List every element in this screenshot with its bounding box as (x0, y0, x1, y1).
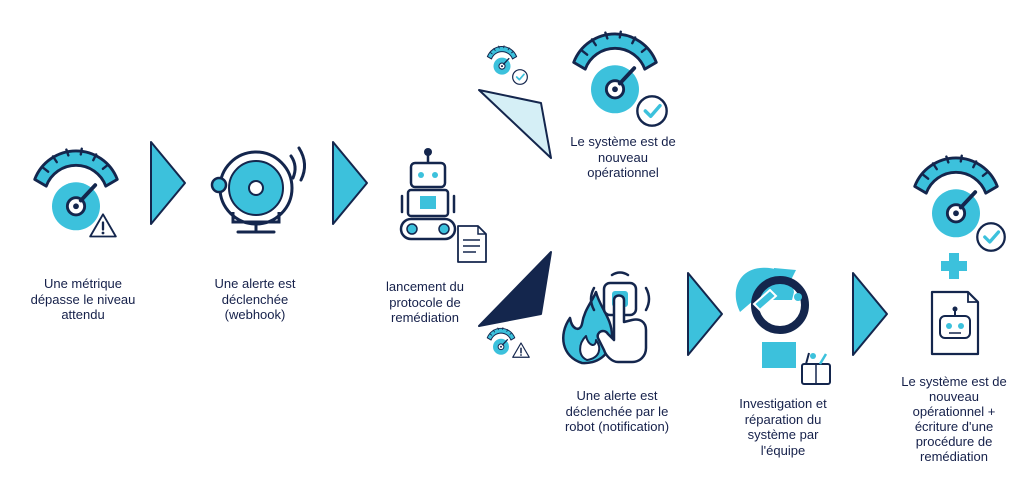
step-metric (32, 146, 120, 238)
label-alert-robot: Une alerte est déclenchée par le robot (… (564, 388, 670, 434)
step-team (735, 267, 831, 385)
flow-arrow-2 (332, 141, 368, 225)
check-icon (975, 221, 1007, 253)
finger-press-icon (589, 271, 651, 364)
fire-icon (562, 290, 614, 365)
step-alert-webhook (210, 146, 306, 234)
plus-icon (941, 253, 967, 279)
check-icon (511, 68, 529, 86)
step-ok (571, 29, 669, 128)
flow-arrow-3 (687, 272, 723, 356)
engineer-icon (735, 267, 809, 368)
label-final: Le système est de nouveau opérationnel +… (901, 374, 1007, 464)
robot-document-icon (930, 290, 980, 356)
branch-up-arrow (478, 89, 552, 159)
toolbox-icon (801, 352, 831, 385)
warning-icon (511, 342, 531, 359)
step-alert-robot (562, 271, 651, 365)
branch-down-arrow (478, 251, 552, 327)
label-team: Investigation et réparation du système p… (739, 396, 827, 458)
branch-up (478, 45, 552, 159)
mini-gauge-icon (486, 326, 516, 356)
bell-icon (210, 146, 306, 234)
label-metric: Une métrique dépasse le niveau attendu (30, 276, 136, 322)
label-alert-webhook: Une alerte est déclenchée (webhook) (214, 276, 296, 322)
step-remediation (399, 148, 487, 263)
document-icon (457, 225, 487, 263)
flow-arrow-1 (150, 141, 186, 225)
robot-icon (399, 148, 457, 241)
label-ok: Le système est de nouveau opérationnel (570, 134, 676, 180)
mini-gauge-icon (486, 45, 518, 76)
check-icon (635, 94, 669, 128)
branch-down (478, 251, 552, 359)
label-remediation: lancement du protocole de remédiation (385, 279, 465, 325)
step-final (912, 153, 1007, 356)
flow-arrow-4 (852, 272, 888, 356)
